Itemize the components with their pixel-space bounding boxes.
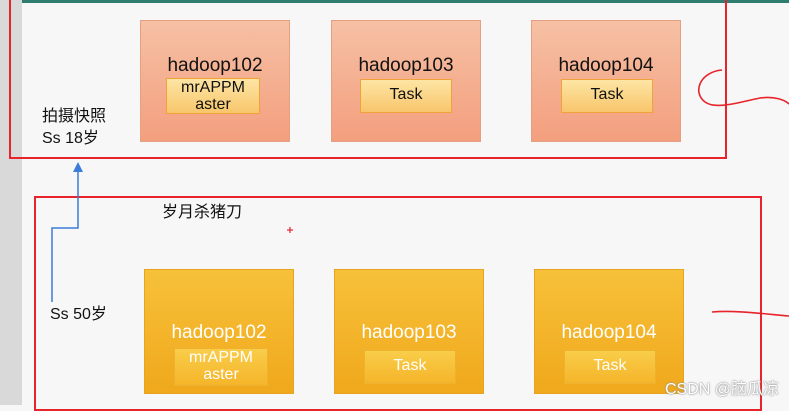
node-hadoop102-top: hadoop102 mrAPPM aster bbox=[140, 20, 290, 142]
bottom-heading: 岁月杀猪刀 bbox=[162, 204, 243, 221]
snapshot-frame-top bbox=[9, 0, 727, 159]
node-title: hadoop104 bbox=[561, 322, 657, 343]
snapshot-arrow-line bbox=[51, 170, 79, 302]
node-title: hadoop103 bbox=[361, 322, 457, 343]
role-line: aster bbox=[195, 96, 231, 113]
node-hadoop103-bottom: hadoop103 Task bbox=[334, 269, 484, 394]
red-pen-stroke-bottom bbox=[711, 310, 789, 317]
node-hadoop104-bottom: hadoop104 Task bbox=[534, 269, 684, 394]
role-box: Task bbox=[360, 79, 452, 113]
node-title: hadoop102 bbox=[167, 55, 263, 76]
node-title: hadoop104 bbox=[558, 55, 654, 76]
node-hadoop104-top: hadoop104 Task bbox=[531, 20, 681, 142]
role-line: aster bbox=[203, 366, 239, 383]
role-box: Task bbox=[561, 79, 653, 113]
snapshot-caption: 拍摄快照 bbox=[42, 108, 107, 125]
arrow-head-icon bbox=[73, 162, 83, 172]
red-pen-curve-top bbox=[698, 69, 789, 107]
plus-cursor-icon bbox=[287, 227, 293, 233]
node-hadoop103-top: hadoop103 Task bbox=[331, 20, 481, 142]
role-box: Task bbox=[564, 350, 656, 384]
role-box: mrAPPM aster bbox=[174, 348, 268, 386]
age-caption-18: Ss 18岁 bbox=[42, 130, 99, 147]
role-line: mrAPPM bbox=[181, 79, 245, 96]
node-title: hadoop103 bbox=[358, 55, 454, 76]
role-box: Task bbox=[364, 350, 456, 384]
node-hadoop102-bottom: hadoop102 mrAPPM aster bbox=[144, 269, 294, 394]
left-margin-strip bbox=[0, 0, 22, 405]
role-line: mrAPPM bbox=[189, 349, 253, 366]
node-title: hadoop102 bbox=[171, 322, 267, 343]
role-box: mrAPPM aster bbox=[166, 78, 260, 114]
csdn-watermark: CSDN @脑瓜凉 bbox=[664, 381, 779, 398]
age-caption-50: Ss 50岁 bbox=[50, 306, 107, 323]
top-border-line bbox=[22, 0, 789, 3]
